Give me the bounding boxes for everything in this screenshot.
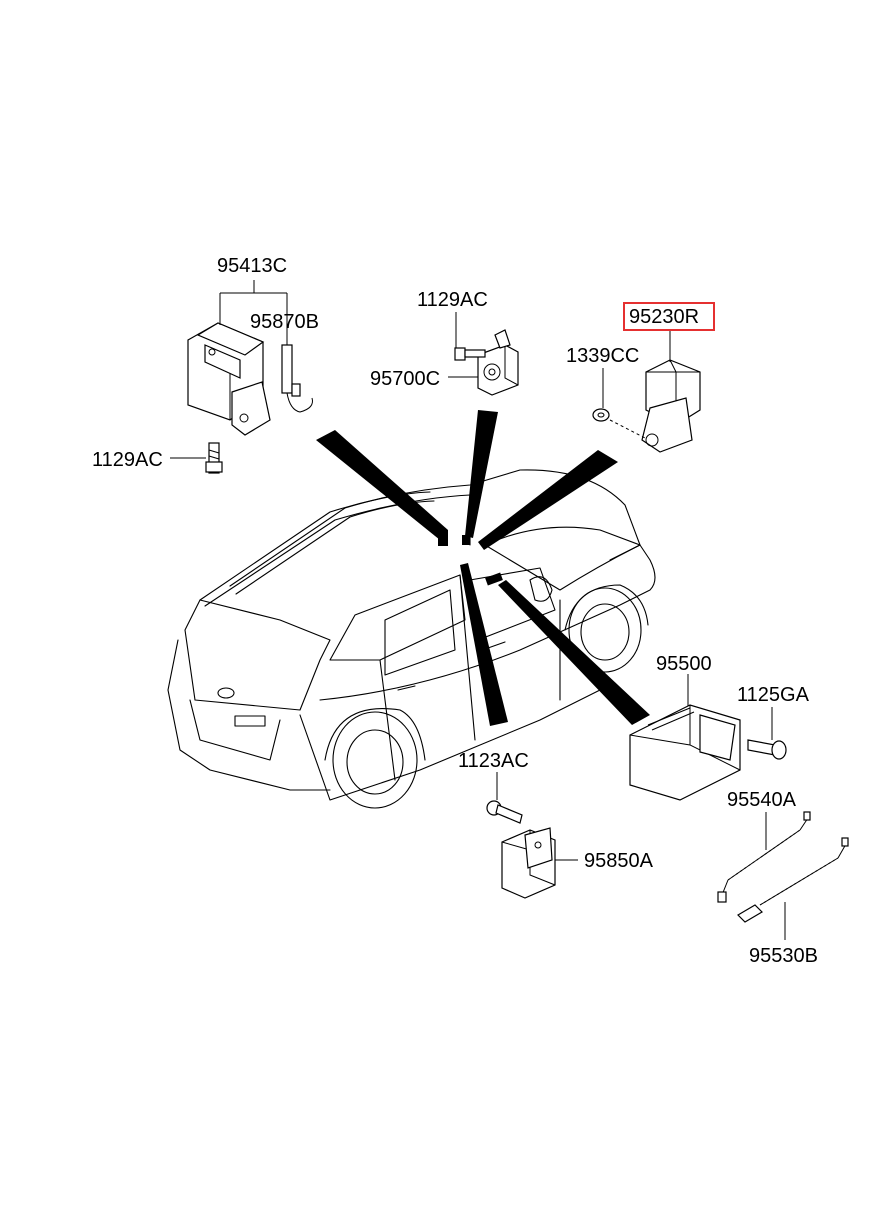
leader-lines-95230R [602,330,671,439]
label-95530B: 95530B [749,945,818,967]
part-95850A-module [501,827,556,899]
label-1125GA: 1125GA [737,684,810,706]
label-95413C: 95413C [217,255,287,277]
leader-lines-95413C [170,280,288,459]
label-95870B: 95870B [250,311,319,333]
part-95500-control-unit [629,704,741,801]
leader-lines-cables [765,812,786,940]
part-1129AC-bolt-top [454,347,486,361]
label-1129AC-top: 1129AC [417,289,488,311]
part-95540A-cable [717,811,811,903]
label-95230R: 95230R [629,306,699,328]
label-95850A: 95850A [584,850,654,872]
vehicle-illustration [167,469,656,809]
part-1339CC-nut [592,408,610,422]
in-vehicle-components [438,530,503,586]
label-95540A: 95540A [727,789,797,811]
part-1125GA-bolt [747,739,787,760]
leader-lines-95700C [448,312,478,378]
part-95700C-sensor [477,329,519,396]
label-95500: 95500 [656,653,712,675]
label-1339CC: 1339CC [566,345,639,367]
label-1129AC-left: 1129AC [92,449,163,471]
highlight-box-95230R [623,302,715,331]
part-labels: 95413C 95870B 1129AC 1129AC 95700C 95230… [92,255,818,967]
part-1129AC-bolt-left [205,442,223,474]
part-95413C-module [187,322,271,436]
leader-wedges [316,410,650,726]
leader-lines-95500 [687,674,773,740]
label-95700C: 95700C [370,368,440,390]
part-95530B-cable [737,837,849,923]
label-1123AC: 1123AC [458,750,529,772]
part-95870B-antenna [281,340,313,413]
leader-lines-95850A [496,772,578,861]
part-1123AC-bolt [486,800,523,824]
part-95230R-module [641,359,701,453]
